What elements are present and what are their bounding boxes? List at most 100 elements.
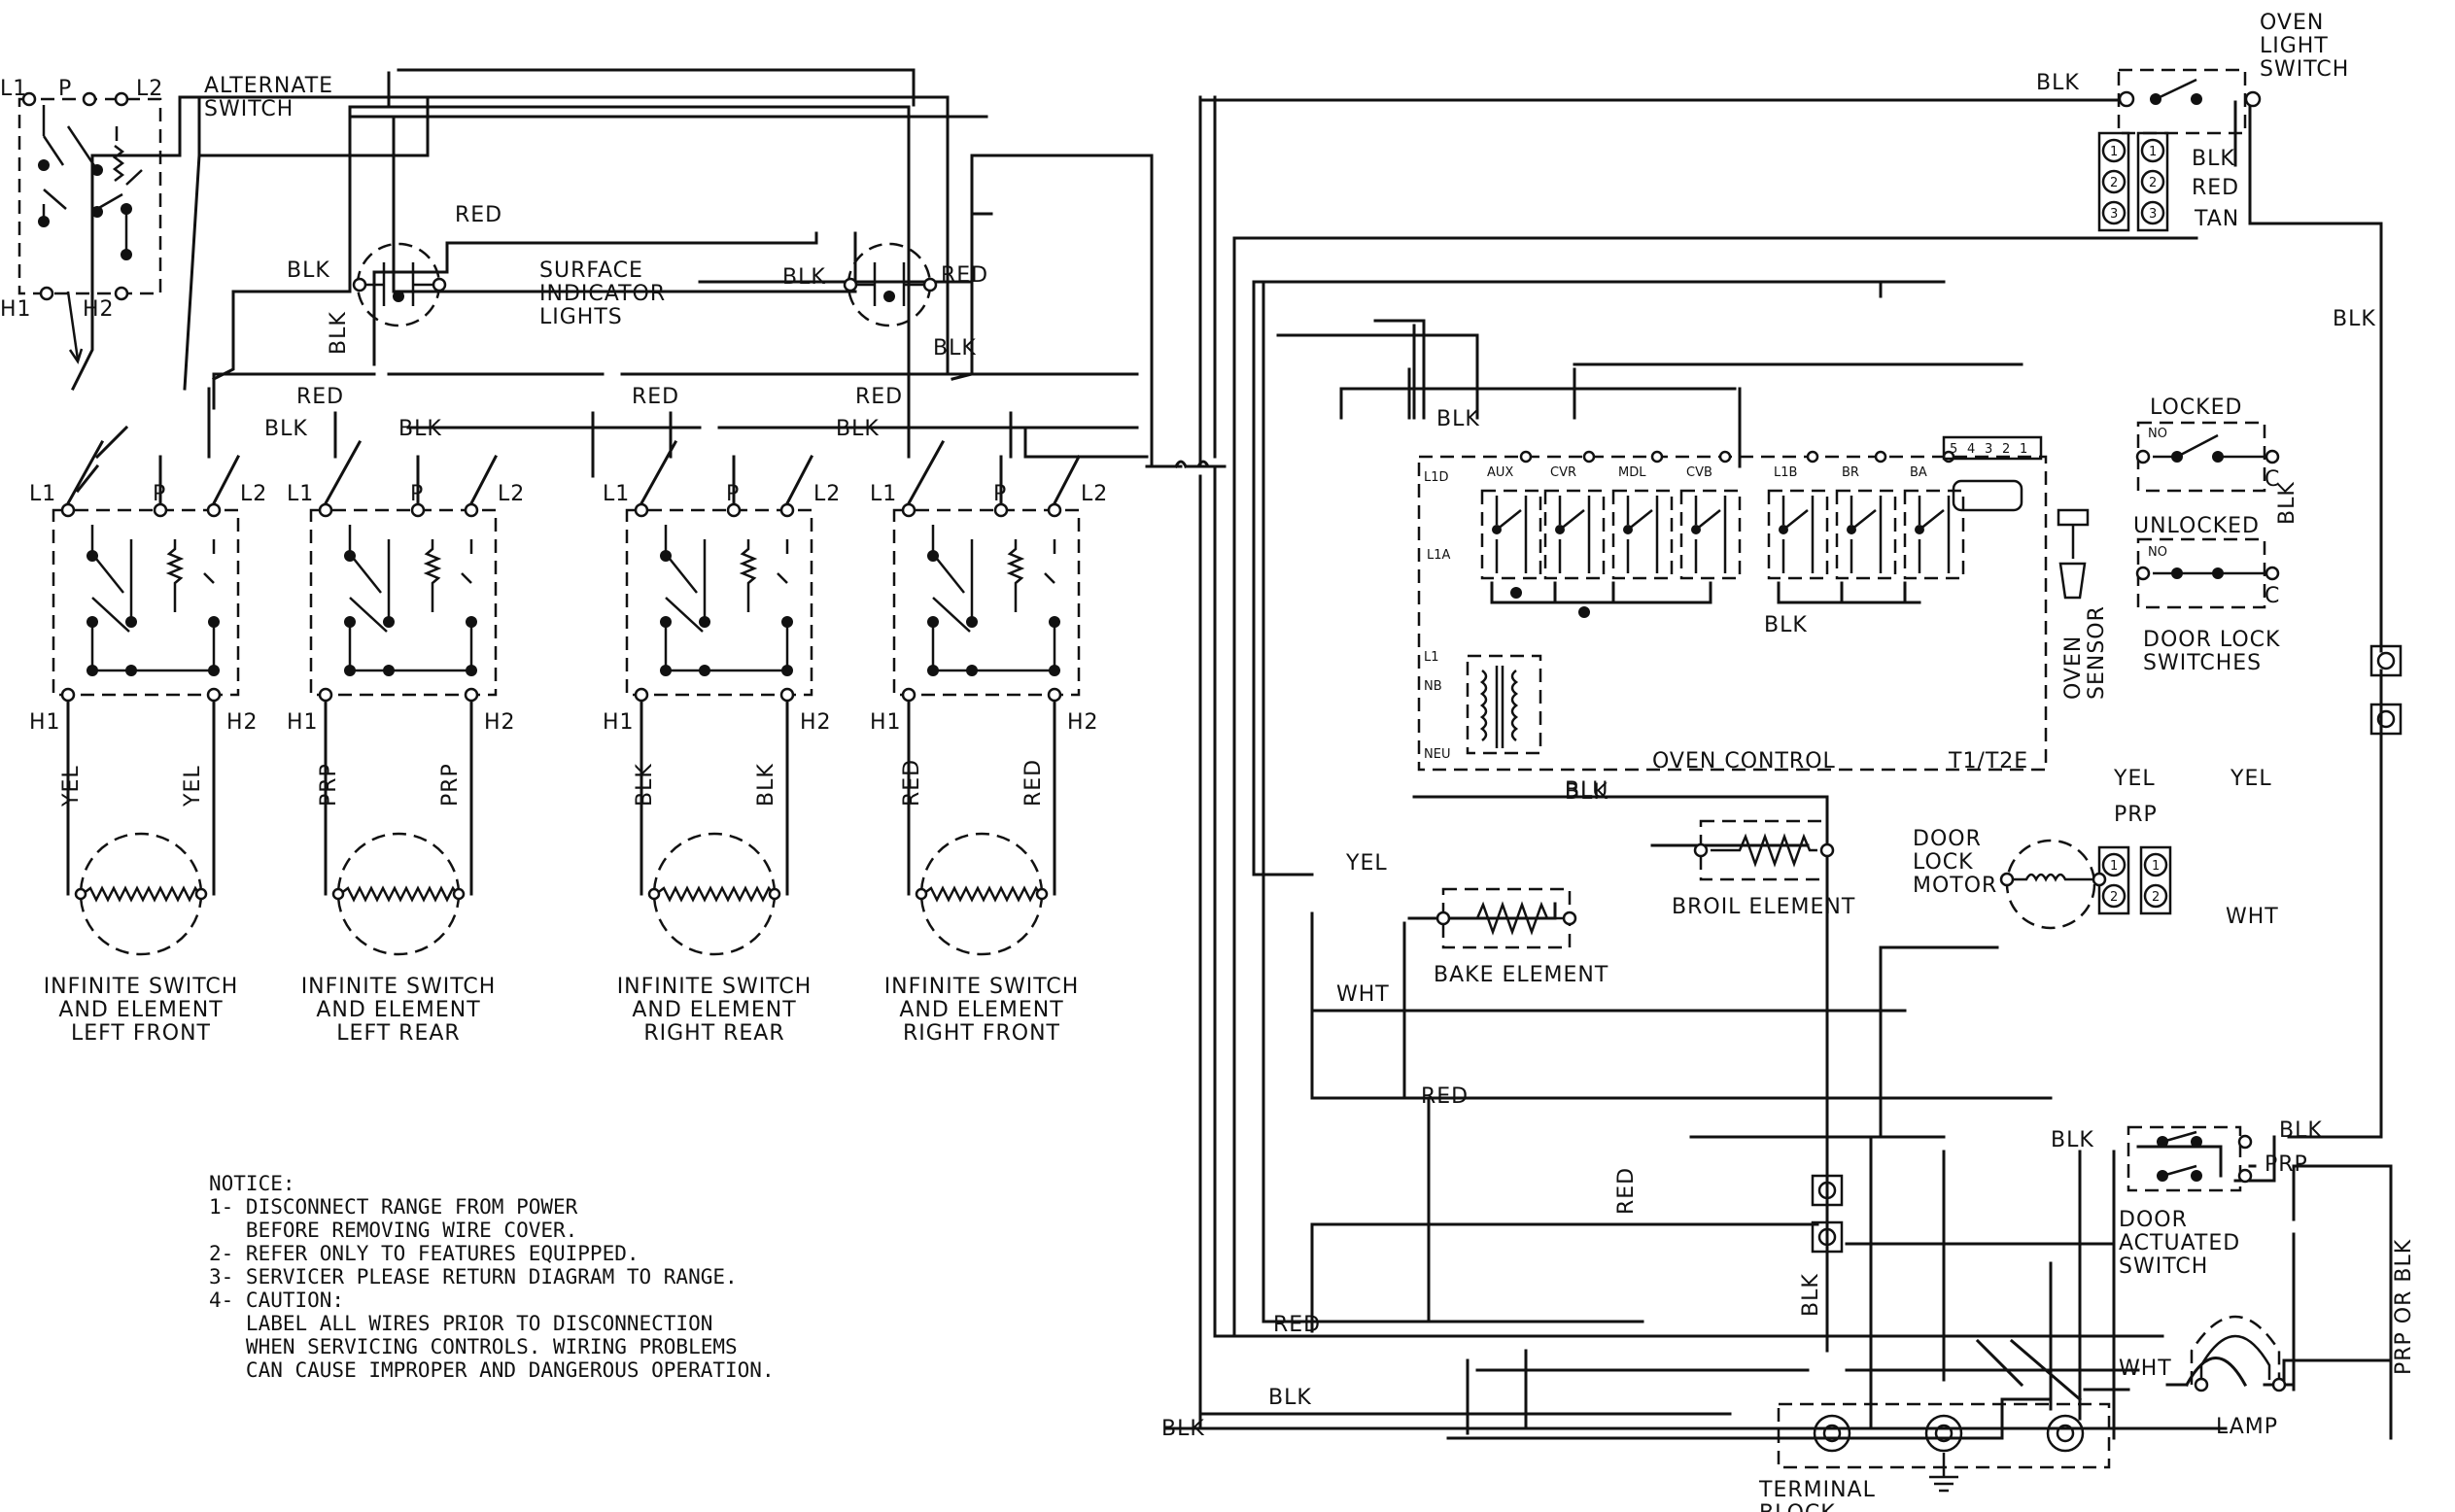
wire-label: BLK xyxy=(836,417,880,441)
unlocked-c-label: C xyxy=(2265,584,2280,608)
switch-terminal-label: L1 xyxy=(870,482,897,506)
wire-label: BLK xyxy=(1436,407,1480,431)
bake-element: BAKE ELEMENT xyxy=(1434,887,1608,987)
wire-label-vertical: RED xyxy=(1614,1167,1639,1215)
relay-aux: AUX xyxy=(1480,450,1542,580)
terminal-l1: L1 xyxy=(1424,650,1439,665)
wire-label: RED xyxy=(632,385,679,409)
alt-switch-terminal-p: P xyxy=(58,77,72,101)
relay-l1b: L1B xyxy=(1767,450,1829,580)
wire-label: TAN xyxy=(2194,207,2239,231)
wire-label: RED xyxy=(855,385,903,409)
unlocked-label: UNLOCKED xyxy=(2133,514,2260,538)
terminal-nb: NB xyxy=(1424,679,1442,694)
switch-terminal-label: H1 xyxy=(870,710,902,735)
locked-label: LOCKED xyxy=(2150,395,2242,420)
switch-terminal-label: L2 xyxy=(813,482,841,506)
oven-sensor-label: OVENSENSOR xyxy=(2061,605,2109,700)
plug-connector: 123 xyxy=(2136,131,2169,232)
wire-label: BLK xyxy=(1268,1386,1312,1410)
lamp: LAMP xyxy=(2190,1315,2287,1439)
wire-color-labels: BLK RED BLK RED BLK RED BLK RED BLK BLK RED BLK BLK B… xyxy=(264,71,2416,1441)
wire-label: YEL xyxy=(2113,767,2156,791)
wire-label: BLK xyxy=(933,336,977,361)
wire-label: BLK xyxy=(2279,1118,2323,1143)
oven-sensor: OVENSENSOR xyxy=(2057,508,2109,700)
notice-line: 3- SERVICER PLEASE RETURN DIAGRAM TO RAN… xyxy=(209,1265,738,1289)
cooktop-harness xyxy=(70,68,1227,494)
wire-label: BLK xyxy=(287,258,330,283)
broil-element-label: BROIL ELEMENT xyxy=(1672,895,1855,919)
wire-label: RED xyxy=(296,385,344,409)
wire-label-vertical: BLK xyxy=(327,311,351,355)
plug-number: 1 xyxy=(2152,859,2160,874)
wire-label-vertical: PRP OR BLK xyxy=(2392,1239,2416,1375)
wire-label: BLK xyxy=(2333,307,2376,331)
locked-c-label: C xyxy=(2265,467,2280,492)
relay-cvr: CVR xyxy=(1543,450,1606,580)
alt-switch-terminal-h1: H1 xyxy=(0,297,32,322)
wire-label: BLK xyxy=(2036,71,2080,95)
connector-pin: 1 xyxy=(2020,442,2027,457)
switch-terminal-label: L1 xyxy=(603,482,630,506)
relay-label: CVR xyxy=(1550,465,1576,480)
switch-wire-label: YEL xyxy=(181,765,205,808)
connector-pin: 5 xyxy=(1950,442,1957,457)
switch-terminal-label: H2 xyxy=(226,710,259,735)
plug-number: 1 xyxy=(2110,859,2118,874)
notice-title: NOTICE: xyxy=(209,1172,295,1195)
plug-number: 2 xyxy=(2110,890,2118,905)
locked-no-label: NO xyxy=(2148,427,2167,441)
notice-line: LABEL ALL WIRES PRIOR TO DISCONNECTION xyxy=(209,1312,712,1335)
connector-pin: 2 xyxy=(2002,442,2010,457)
notice-lines: 1- DISCONNECT RANGE FROM POWER BEFORE RE… xyxy=(209,1195,775,1382)
plug-number: 3 xyxy=(2149,207,2157,222)
wire-label: WHT xyxy=(2226,905,2279,929)
switch-wire-label: PRP xyxy=(438,763,463,807)
switch-terminal-label: H2 xyxy=(800,710,832,735)
notice-line: WHEN SERVICING CONTROLS. WIRING PROBLEMS xyxy=(209,1335,738,1358)
alt-switch-terminal-l2: L2 xyxy=(136,77,163,101)
relay-ba: BA xyxy=(1903,450,1965,580)
notice-line: 4- CAUTION: xyxy=(209,1289,344,1312)
wire-label-vertical: BLK xyxy=(1799,1273,1823,1317)
relay-label: BA xyxy=(1910,465,1927,480)
oven-control-model: T1/T2E xyxy=(1948,749,2028,773)
surface-indicator-light-right xyxy=(843,242,938,327)
notice-line: BEFORE REMOVING WIRE COVER. xyxy=(209,1219,577,1242)
terminal-block-label: TERMINALBLOCK xyxy=(1758,1478,1876,1512)
switch-terminal-label: H1 xyxy=(29,710,61,735)
oven-wiring xyxy=(1150,98,2393,1440)
wire-label: BLK xyxy=(1161,1417,1205,1441)
wire-label: WHT xyxy=(1336,982,1390,1007)
wire-label: YEL xyxy=(2230,767,2272,791)
connector-pin: 4 xyxy=(1967,442,1975,457)
wire-label-blu: BLU xyxy=(1565,778,1608,803)
wire-label: BLK xyxy=(2051,1128,2094,1152)
terminal-block: TERMINALBLOCK xyxy=(1758,1402,2111,1512)
alt-switch-terminal-l1: L1 xyxy=(0,77,27,101)
plug-number: 1 xyxy=(2110,145,2118,159)
relay-label: BR xyxy=(1842,465,1859,480)
plug-connector: 12 xyxy=(2139,845,2172,915)
switch-terminal-label: H1 xyxy=(603,710,635,735)
plug-number: 1 xyxy=(2149,145,2157,159)
relay-label: AUX xyxy=(1487,465,1513,480)
relay-label: MDL xyxy=(1618,465,1646,480)
wire-label: RED xyxy=(2192,176,2239,200)
bake-element-label: BAKE ELEMENT xyxy=(1434,963,1608,987)
switch-terminal-label: L2 xyxy=(240,482,267,506)
